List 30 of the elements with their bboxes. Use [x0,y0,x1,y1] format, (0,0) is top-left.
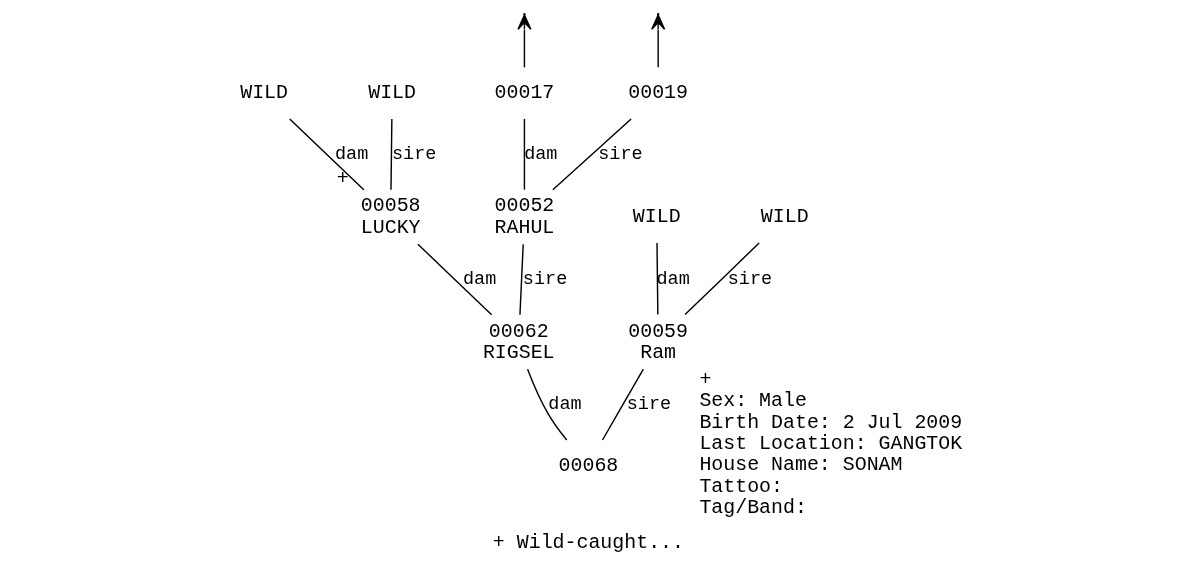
node-text: 00062 RIGSEL [482,319,555,364]
edge-label: dam [548,394,582,416]
edge-label: dam [656,269,690,291]
edge-label: dam [524,144,558,166]
node-text: WILD [368,81,417,105]
node-text: 00058 LUCKY [360,194,421,239]
node-text: 00019 [628,81,689,105]
node-label: + [336,167,349,191]
node-label: + [699,367,712,391]
node-label: Sex: Male [699,389,807,413]
node-label: Tattoo: [699,474,784,498]
node-text: 00068 [558,454,619,478]
node-text: 00059 Ram [628,319,689,364]
node-label: Tag/Band: [699,496,807,520]
label: + Wild-caught... [492,530,685,554]
edge-label: sire [727,269,773,291]
node-label: Birth Date: 2 Jul 2009 [699,410,963,434]
edge-label: dam [334,144,369,166]
node-label: House Name: SONAM [699,453,903,477]
edge-label: sire [626,394,672,416]
node-text: 00017 [494,81,555,105]
node-label: Last Location: GANGTOK [699,431,963,455]
node-text: WILD [240,81,288,105]
node-text: WILD [632,205,681,229]
node-text: 00052 RAHUL [494,194,555,239]
edge-label: dam [462,269,497,291]
node-text: WILD [760,205,809,229]
edge-label: sire [522,269,568,291]
edge-label: sire [391,144,437,166]
edge-label: sire [598,144,643,166]
